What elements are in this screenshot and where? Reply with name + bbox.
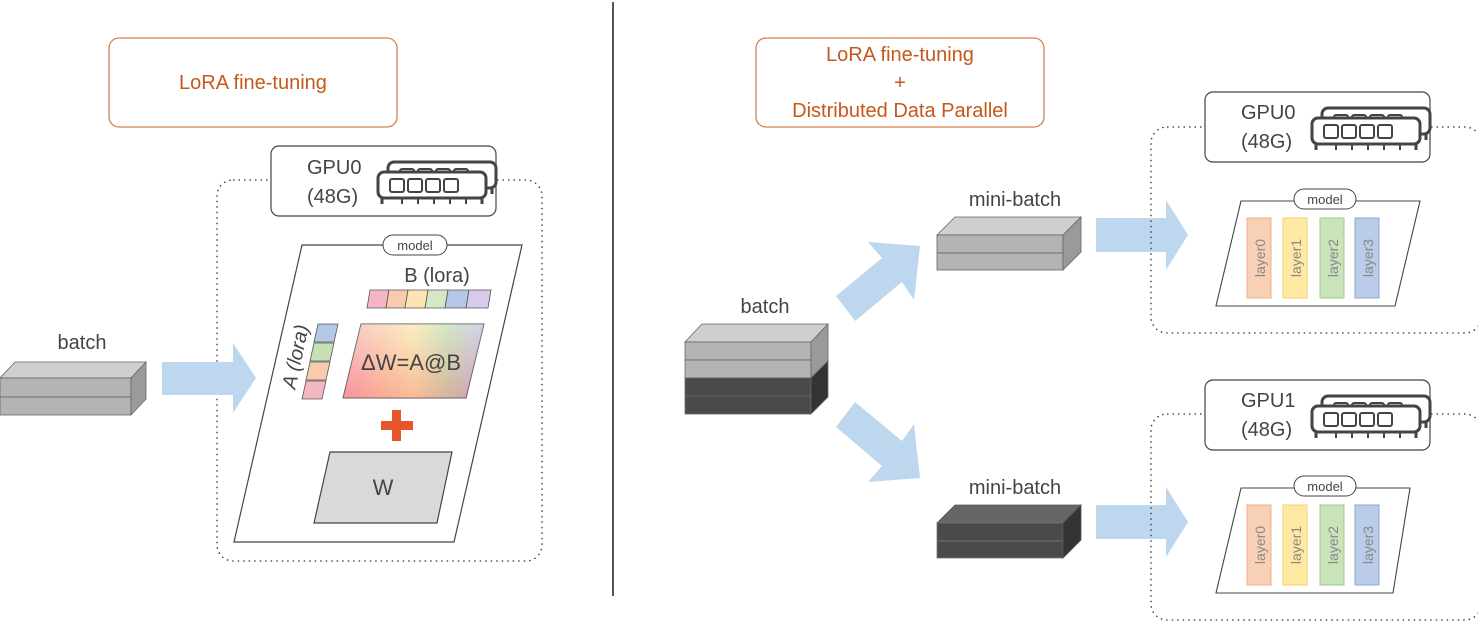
gpu0-model-label: model [1307,192,1343,207]
right-batch-label: batch [741,296,790,318]
gpu0-model-tag [1293,188,1357,210]
left-gpu-name: GPU0 [307,157,361,179]
gpu0-node: GPU0 (48G) model layer0 layer1 layer2 la… [1150,91,1478,334]
b-lora-cells [385,289,492,309]
gpu1-layer2 [1319,504,1345,586]
memory-chip-icon [1310,394,1432,440]
a-lora-vector [301,323,339,400]
gpu1-model-tag [1293,475,1357,497]
gpu0-mem: (48G) [1241,131,1292,153]
left-panel: LoRA fine-tuning GPU0 (48G) model B (lor… [0,37,543,562]
to-gpu0-arrow [1096,200,1188,270]
b-lora-vector [366,289,390,309]
gpu0-layer3 [1354,217,1380,299]
plus-icon [381,410,413,441]
w-matrix [313,451,453,524]
left-batch-arrow [162,343,256,413]
gpu0-layer0-label: layer0 [1252,239,1268,277]
gpu1-layer3 [1354,504,1380,586]
delta-w-label: ΔW=A@B [361,350,461,375]
gpu1-layer0-label: layer0 [1252,526,1268,564]
to-gpu1-arrow [1096,487,1188,557]
right-title-line3: Distributed Data Parallel [792,100,1008,122]
left-model-label: model [397,238,433,253]
gpu0-layer3-label: layer3 [1360,239,1376,277]
right-title-line1: LoRA fine-tuning [826,44,974,66]
mini-batch-top-label: mini-batch [969,189,1061,211]
right-panel: LoRA fine-tuning + Distributed Data Para… [684,37,1478,621]
memory-chip-icon [376,160,498,206]
left-gpu-mem: (48G) [307,186,358,208]
gpu1-node: GPU1 (48G) model layer0 layer1 layer2 la… [1150,379,1478,621]
left-title-box [108,37,398,128]
gpu0-layer1-label: layer1 [1288,239,1304,277]
left-batch-block [0,360,147,417]
b-lora-label: B (lora) [404,265,470,287]
right-title-box [755,37,1045,128]
gpu1-layer3-label: layer3 [1360,526,1376,564]
gpu0-layer0 [1246,217,1272,299]
gpu1-name: GPU1 [1241,390,1295,412]
w-label: W [373,475,394,500]
gpu1-layer2-label: layer2 [1325,526,1341,564]
memory-chip-icon [1310,106,1432,152]
gpu1-model-label: model [1307,479,1343,494]
gpu0-layer1 [1282,217,1308,299]
gpu1-layer1 [1282,504,1308,586]
gpu1-layer0 [1246,504,1272,586]
gpu1-layer1-label: layer1 [1288,526,1304,564]
gpu1-mem: (48G) [1241,419,1292,441]
gpu0-layer2-label: layer2 [1325,239,1341,277]
mini-batch-top-block [936,216,1082,271]
left-batch-label: batch [58,332,107,354]
gpu0-name: GPU0 [1241,102,1295,124]
left-model-tag [382,234,448,256]
gpu1-model-frame [1215,487,1411,594]
right-title-line2: + [894,72,906,94]
right-batch-block [684,322,829,415]
left-title: LoRA fine-tuning [179,72,327,94]
mini-batch-bottom-block [936,504,1082,559]
mini-batch-bottom-label: mini-batch [969,477,1061,499]
split-arrow-down [836,402,920,482]
split-arrow-up [836,242,920,321]
gpu0-layer2 [1319,217,1345,299]
delta-w-matrix [342,323,485,399]
